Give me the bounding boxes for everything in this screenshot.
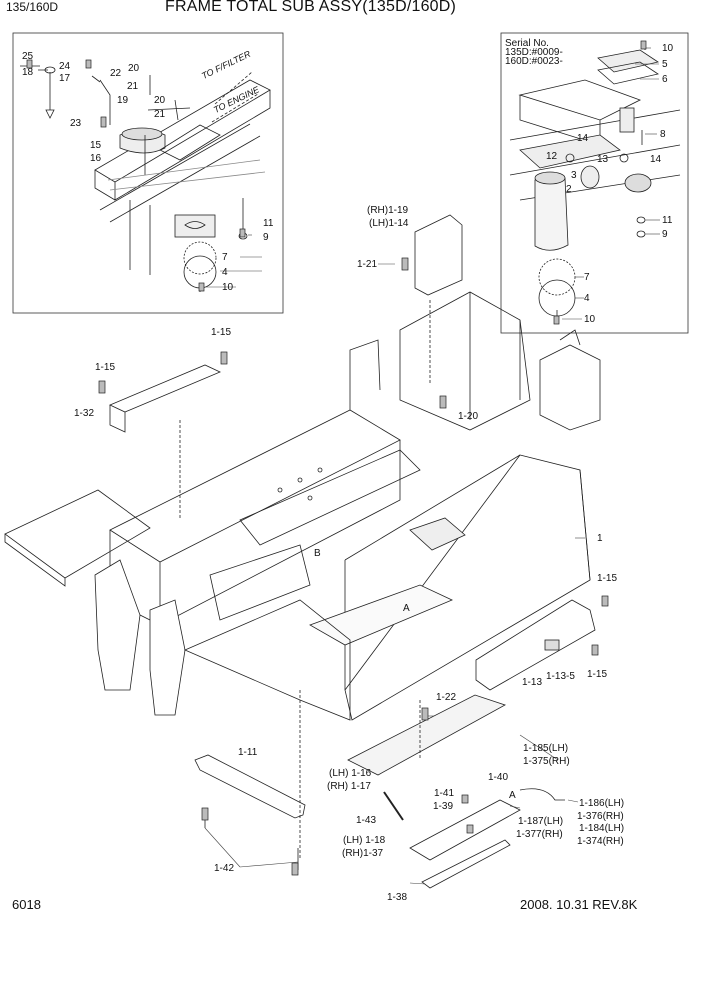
callout-17: 17 — [59, 73, 71, 84]
label-B: B — [314, 548, 321, 559]
callout-1-40: 1-40 — [488, 772, 509, 783]
serial-135d: 135D:#0009- — [505, 47, 563, 58]
callout-1-185-lh: 1-185(LH) — [523, 743, 569, 754]
callout-19: 19 — [117, 95, 129, 106]
callout-18: 18 — [22, 67, 34, 78]
callout-8: 8 — [660, 129, 666, 140]
callout-lh-1-18: (LH) 1-18 — [343, 835, 386, 846]
inset-right-frame — [500, 32, 689, 334]
page-number: 6018 — [12, 897, 41, 912]
callout-1-21: 1-21 — [357, 259, 378, 270]
callout-1-20: 1-20 — [458, 411, 479, 422]
main-frame-art — [4, 214, 601, 889]
callout-6: 6 — [662, 74, 668, 85]
callout-1-13-5: 1-13-5 — [546, 671, 575, 682]
callout-14-upper: 14 — [577, 133, 589, 144]
callout-1-375-rh: 1-375(RH) — [523, 756, 570, 767]
callout-11-right: 11 — [662, 215, 673, 226]
callout-22: 22 — [110, 68, 122, 79]
callout-1-32: 1-32 — [74, 408, 95, 419]
callout-2: 2 — [566, 184, 572, 195]
callout-1-377-rh: 1-377(RH) — [516, 829, 563, 840]
callout-1-38: 1-38 — [387, 892, 408, 903]
callout-24: 24 — [59, 61, 71, 72]
callout-1-42: 1-42 — [214, 863, 235, 874]
callout-7: 7 — [222, 252, 228, 263]
callout-1-184-lh: 1-184(LH) — [579, 823, 625, 834]
callout-lh-1-16: (LH) 1-16 — [329, 768, 372, 779]
serial-title: Serial No. — [505, 38, 549, 49]
callout-16: 16 — [90, 153, 102, 164]
inset-right-art — [509, 42, 681, 320]
callout-1-22: 1-22 — [436, 692, 457, 703]
callout-20-lower: 20 — [154, 95, 166, 106]
callout-10-right: 10 — [584, 314, 596, 325]
callout-21-upper: 21 — [127, 81, 139, 92]
callout-lh-1-14: (LH)1-14 — [369, 218, 409, 229]
callout-9-right: 9 — [662, 229, 668, 240]
callout-12: 12 — [546, 151, 558, 162]
leader-lines — [204, 47, 660, 885]
callout-1-39: 1-39 — [433, 801, 454, 812]
callout-1-41: 1-41 — [434, 788, 455, 799]
callout-21-lower: 21 — [154, 109, 166, 120]
callout-11: 11 — [263, 218, 274, 229]
callout-14-lower: 14 — [650, 154, 662, 165]
callout-1-187-lh: 1-187(LH) — [518, 816, 564, 827]
callout-1: 1 — [597, 533, 603, 544]
callout-rh-1-37: (RH)1-37 — [342, 848, 384, 859]
date-revision: 2008. 10.31 REV.8K — [520, 897, 638, 912]
callout-20-upper: 20 — [128, 63, 140, 74]
diagram-title: FRAME TOTAL SUB ASSY(135D/160D) — [165, 0, 457, 15]
callout-1-186-lh: 1-186(LH) — [579, 798, 625, 809]
callout-23: 23 — [70, 118, 82, 129]
callout-15: 15 — [90, 140, 102, 151]
callout-1-15-left: 1-15 — [95, 362, 116, 373]
callout-1-13: 1-13 — [522, 677, 543, 688]
model-label: 135/160D — [6, 0, 59, 14]
fasteners — [26, 40, 647, 876]
callout-13: 13 — [597, 154, 609, 165]
callout-1-374-rh: 1-374(RH) — [577, 836, 624, 847]
callout-1-15-right: 1-15 — [597, 573, 618, 584]
callout-1-43: 1-43 — [356, 815, 377, 826]
callout-25: 25 — [22, 51, 34, 62]
inset-left-frame — [12, 32, 284, 314]
callout-4-right: 4 — [584, 293, 590, 304]
callout-1-15-bottom: 1-15 — [587, 669, 608, 680]
inset-left-art — [20, 65, 271, 292]
callout-1-376-rh: 1-376(RH) — [577, 811, 624, 822]
callout-1-11: 1-11 — [238, 747, 258, 758]
callout-10: 10 — [222, 282, 234, 293]
callout-rh-1-19: (RH)1-19 — [367, 205, 409, 216]
serial-160d: 160D:#0023- — [505, 56, 563, 67]
callout-1-15-top: 1-15 — [211, 327, 232, 338]
callout-10-top: 10 — [662, 43, 674, 54]
callout-4: 4 — [222, 267, 228, 278]
callout-5: 5 — [662, 59, 668, 70]
callout-3: 3 — [571, 170, 577, 181]
label-A: A — [403, 603, 410, 614]
label-A-detail: A — [509, 790, 516, 801]
callout-7-right: 7 — [584, 272, 590, 283]
callout-rh-1-17: (RH) 1-17 — [327, 781, 371, 792]
callout-9: 9 — [263, 232, 269, 243]
